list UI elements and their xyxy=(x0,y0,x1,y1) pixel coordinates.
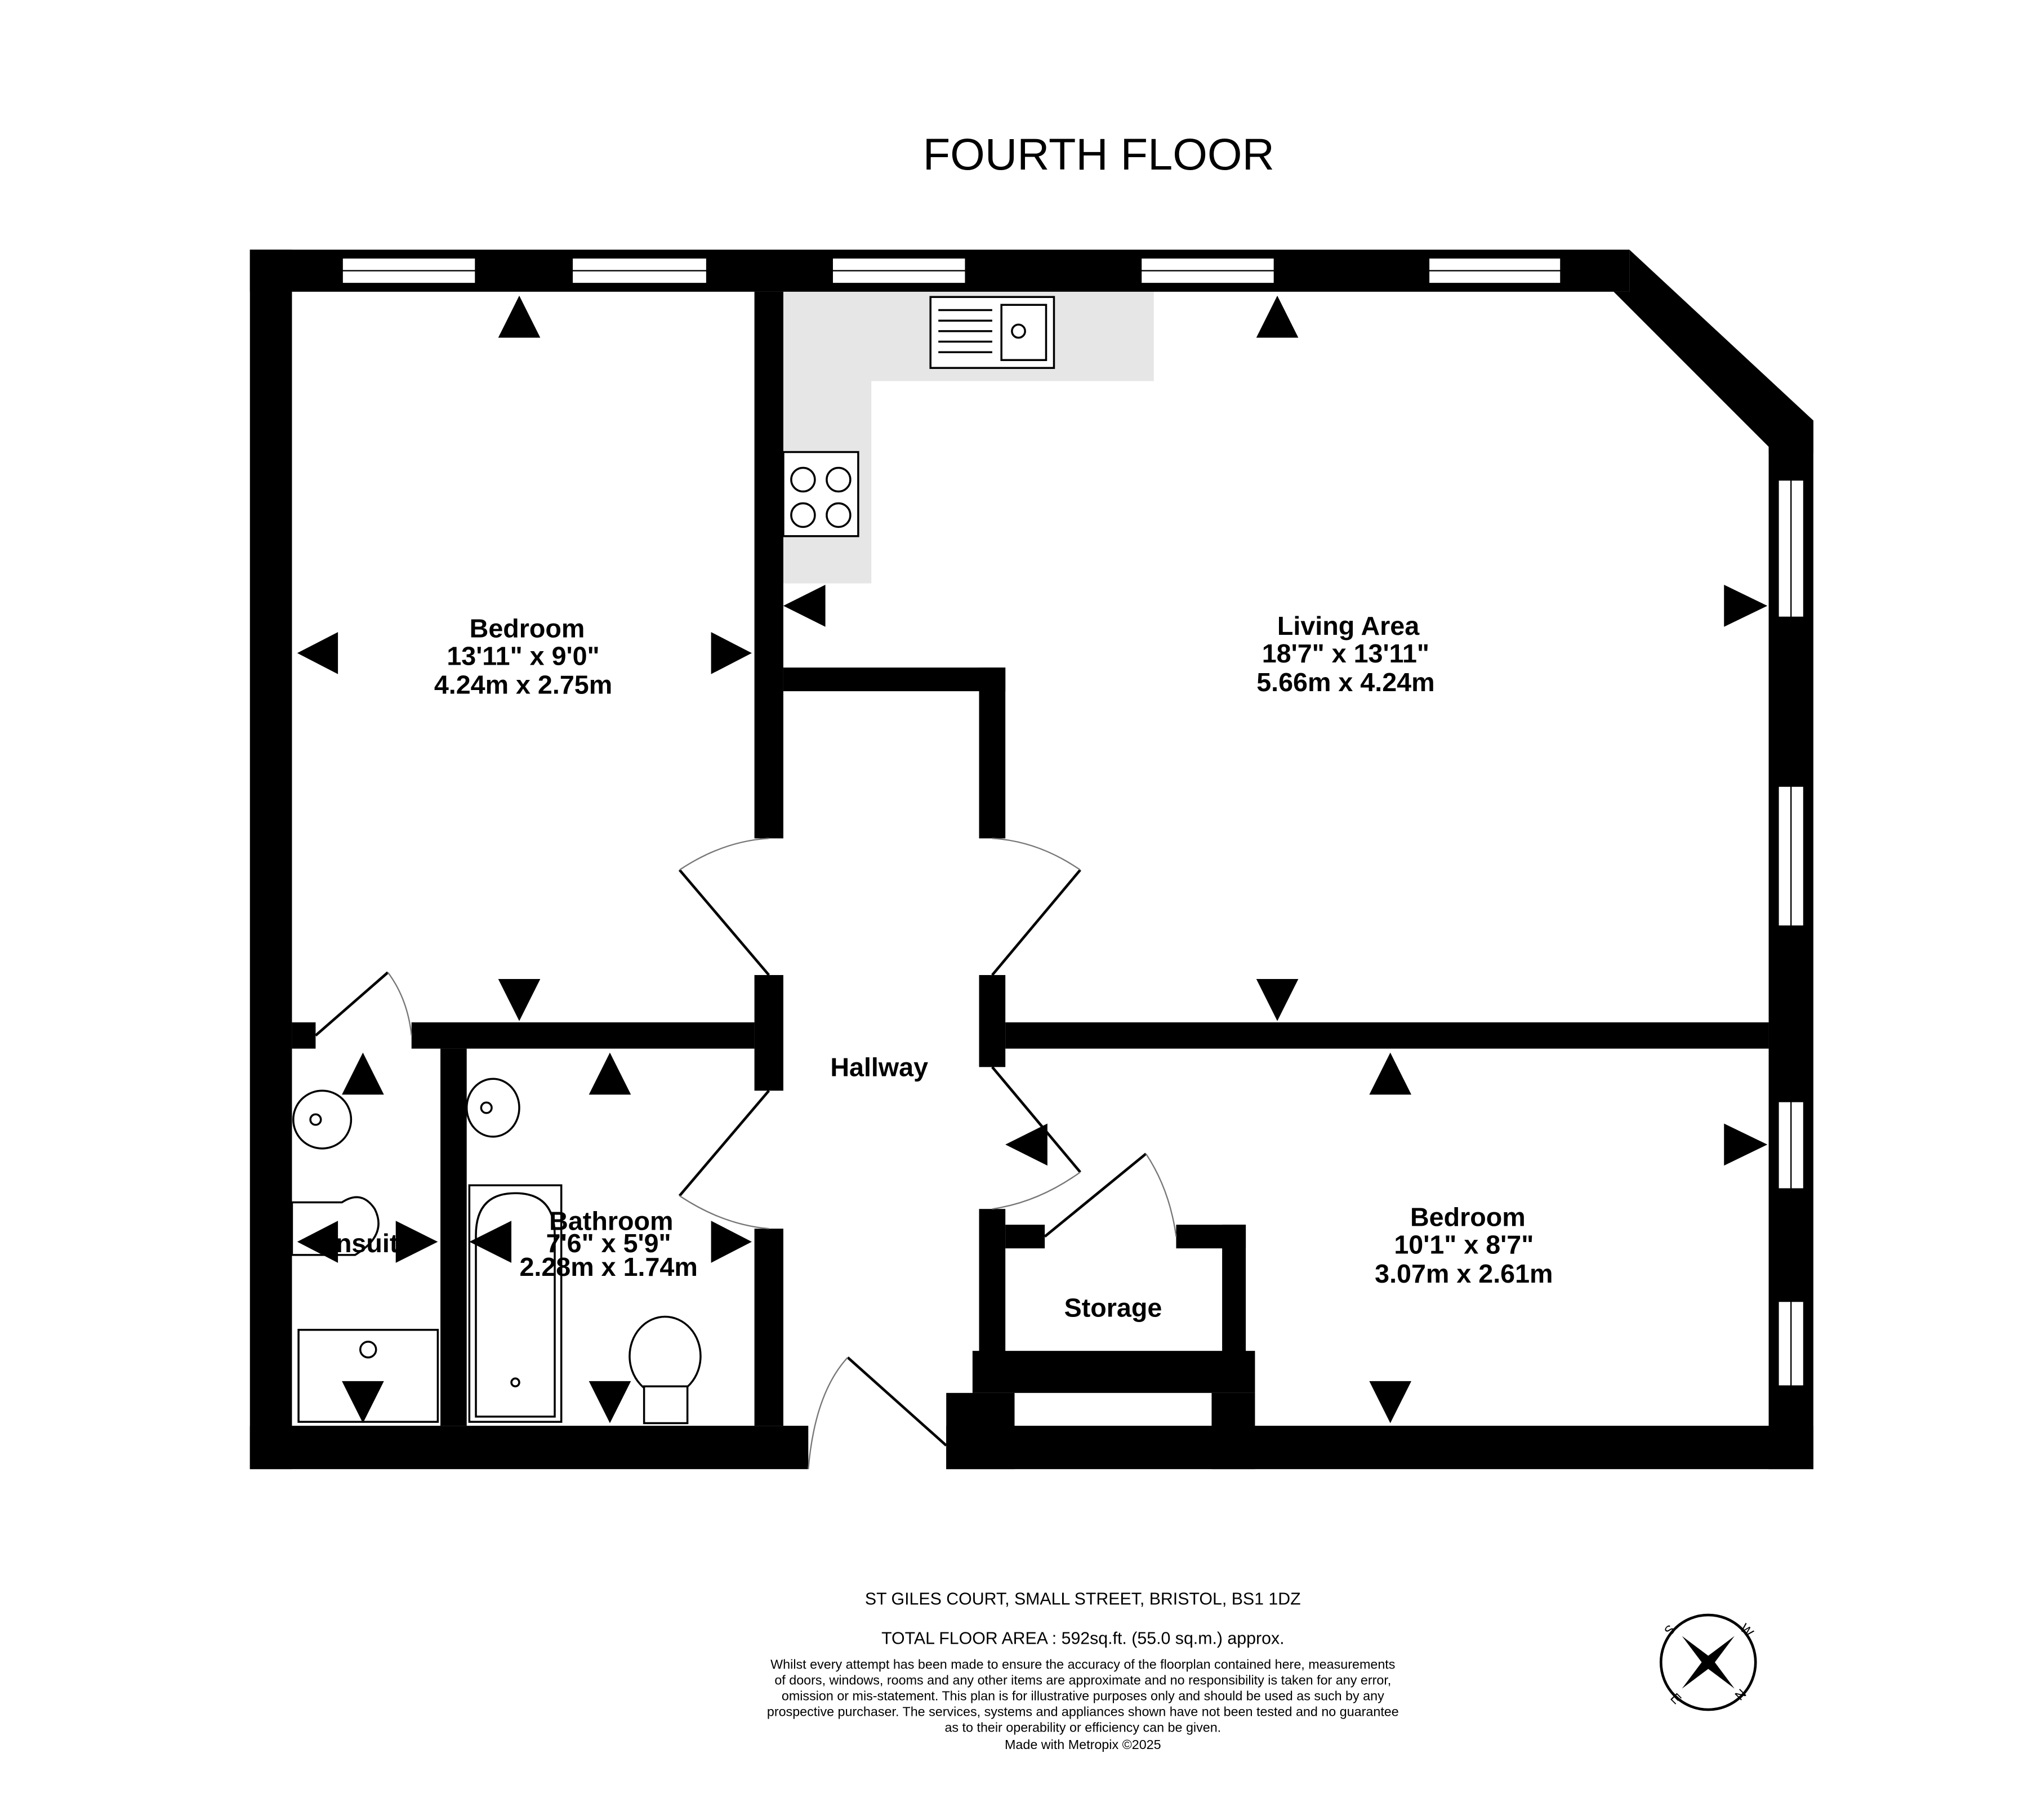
room-ensuite: Ensuite xyxy=(318,1229,413,1258)
room-bathroom: Bathroom 7'6" x 5'9" 2.28m x 1.74m xyxy=(519,1207,697,1282)
room-imperial: 13'11" x 9'0" xyxy=(447,641,599,670)
disclaimer-line: Whilst every attempt has been made to en… xyxy=(770,1657,1395,1672)
room-living-area: Living Area 18'7" x 13'11" 5.66m x 4.24m xyxy=(1256,611,1434,697)
floor-title: FOURTH FLOOR xyxy=(923,129,1274,179)
total-floor-area: TOTAL FLOOR AREA : 592sq.ft. (55.0 sq.m.… xyxy=(881,1629,1284,1648)
disclaimer-line: of doors, windows, rooms and any other i… xyxy=(774,1673,1391,1688)
disclaimer-line: prospective purchaser. The services, sys… xyxy=(767,1705,1399,1719)
room-metric: 2.28m x 1.74m xyxy=(519,1252,697,1281)
address: ST GILES COURT, SMALL STREET, BRISTOL, B… xyxy=(865,1590,1301,1608)
sink-icon xyxy=(929,296,1055,369)
room-bedroom-1: Bedroom 13'11" x 9'0" 4.24m x 2.75m xyxy=(434,613,612,699)
doors xyxy=(314,838,1177,1470)
room-name: Bedroom xyxy=(1410,1203,1526,1232)
room-name: Living Area xyxy=(1277,611,1420,640)
windows xyxy=(341,256,1806,1387)
credit: Made with Metropix ©2025 xyxy=(1005,1737,1161,1752)
room-metric: 4.24m x 2.75m xyxy=(434,670,612,700)
room-metric: 5.66m x 4.24m xyxy=(1256,668,1434,697)
disclaimer-line: as to their operability or efficiency ca… xyxy=(944,1720,1221,1735)
measurement-markers xyxy=(297,295,1768,1423)
room-imperial: 10'1" x 8'7" xyxy=(1394,1230,1534,1260)
room-metric: 3.07m x 2.61m xyxy=(1375,1259,1553,1288)
kitchen-worktop xyxy=(783,291,1154,584)
room-bedroom-2: Bedroom 10'1" x 8'7" 3.07m x 2.61m xyxy=(1375,1203,1553,1288)
room-imperial: 18'7" x 13'11" xyxy=(1262,639,1429,668)
room-name: Bedroom xyxy=(470,613,585,643)
hob-icon xyxy=(782,451,859,537)
room-name: Bathroom xyxy=(549,1207,673,1236)
disclaimer-line: omission or mis-statement. This plan is … xyxy=(782,1689,1384,1703)
room-storage: Storage xyxy=(1064,1293,1162,1323)
room-hallway: Hallway xyxy=(830,1053,928,1082)
room-imperial: 7'6" x 5'9" xyxy=(546,1229,671,1258)
